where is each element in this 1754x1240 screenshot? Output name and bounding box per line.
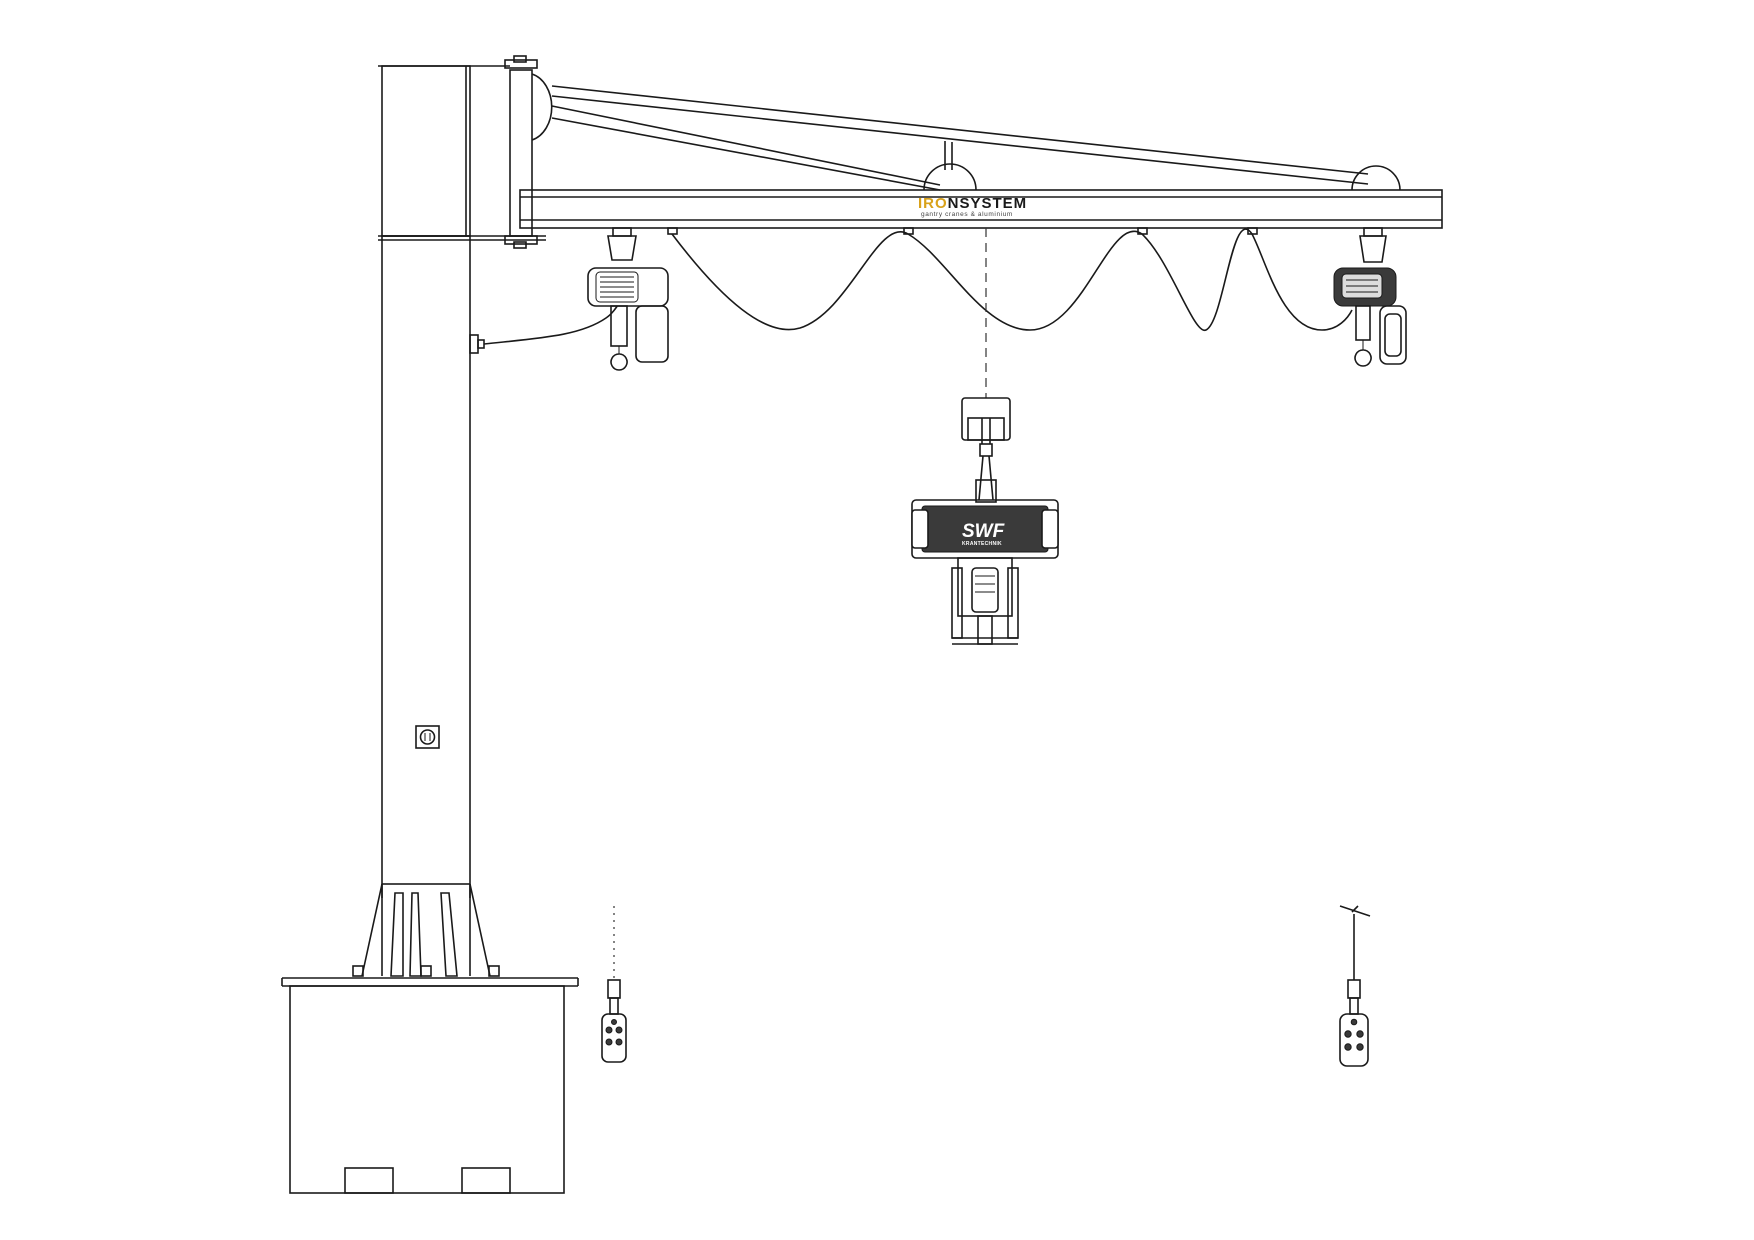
svg-text:IRONSYSTEM: IRONSYSTEM bbox=[918, 195, 1027, 212]
jib-arm bbox=[519, 73, 1443, 235]
logo-suffix: NSYSTEM bbox=[948, 195, 1028, 212]
left-parked-hoist bbox=[587, 227, 669, 371]
hoist-sub-brand-label: KRANTECHNIK bbox=[962, 541, 1002, 547]
crane-column bbox=[378, 55, 546, 885]
switch-box-icon bbox=[415, 725, 440, 749]
right-pendant-control-icon bbox=[1339, 905, 1371, 1067]
left-pendant-control-icon bbox=[601, 906, 627, 1063]
column-cable bbox=[483, 301, 621, 345]
right-parked-hoist bbox=[1333, 227, 1407, 367]
crane-base bbox=[281, 883, 579, 1194]
hoist-brand-label: SWF bbox=[962, 521, 1006, 542]
festoon-cable bbox=[671, 228, 1353, 331]
ironsystem-logo: IRONSYSTEM gantry cranes & aluminium bbox=[918, 195, 1027, 218]
cable-gland bbox=[469, 334, 485, 354]
logo-prefix: IR bbox=[918, 195, 935, 212]
logo-tagline: gantry cranes & aluminium bbox=[921, 211, 1013, 218]
logo-o-letter: O bbox=[935, 195, 948, 212]
center-chain-hoist: SWF KRANTECHNIK bbox=[911, 397, 1059, 645]
